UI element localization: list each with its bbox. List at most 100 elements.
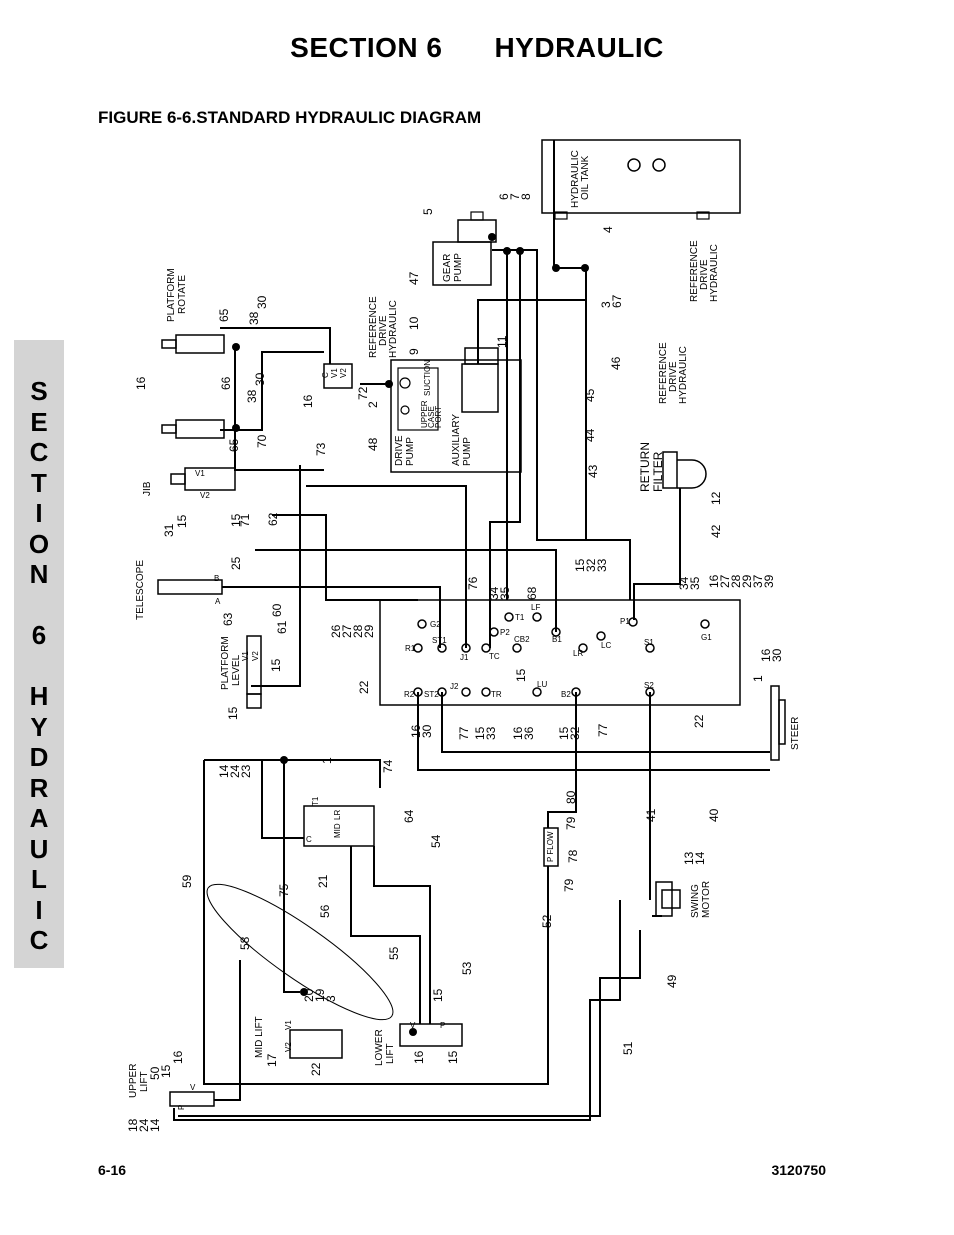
mid-lift-cylinder (289, 1029, 343, 1059)
label-callouts-c49: 49 (665, 974, 679, 988)
label-ports-p: P (177, 1105, 186, 1110)
label-callouts-c61: 61 (275, 620, 289, 634)
label-callouts-c48: 48 (366, 437, 380, 451)
label-components-upper_b: LIFT (139, 1071, 150, 1092)
label-callouts-c60: 60 (270, 603, 284, 617)
junction-dots (232, 233, 589, 1036)
label-components-jib: JIB (142, 481, 153, 496)
label-callouts-c80: 80 (564, 790, 578, 804)
label-callouts-c3435b: 3435 (677, 576, 702, 590)
label-ports-cb2: CB2 (514, 635, 530, 644)
label-callouts-c15e: 15 (514, 668, 528, 682)
label-ports-b1: B1 (552, 635, 562, 644)
label-callouts-c43: 43 (586, 464, 600, 478)
label-callouts-c1533: 1533 (473, 726, 498, 740)
label-components-gear_b: PUMP (453, 253, 464, 282)
label-ports-v1: V1 (195, 469, 205, 478)
manifold-block (303, 805, 375, 847)
label-callouts-c68: 68 (525, 586, 539, 600)
label-components-gear_a: GEAR (442, 254, 453, 282)
label-callouts-c38a: 38 (247, 311, 261, 325)
label-callouts-c10: 10 (407, 316, 421, 330)
steer-cylinder (770, 685, 786, 761)
label-components-upper_case: CASE (427, 406, 436, 428)
label-components-upper_a2: UPPER (420, 400, 429, 428)
label-callouts-c58: 58 (238, 936, 252, 950)
label-components-return_a: RETURN (638, 442, 652, 492)
label-callouts-c22b: 22 (692, 714, 706, 728)
label-callouts-c42: 42 (709, 524, 723, 538)
label-callouts-c3435: 3435 (487, 586, 512, 600)
label-callouts-c16b: 16 (301, 394, 315, 408)
label-ports-tr: TR (491, 690, 502, 699)
label-components-steer: STEER (790, 717, 801, 750)
label-ports-v2: V2 (284, 1042, 293, 1052)
side-tab-letter: N (29, 559, 49, 589)
label-ports-v: V (410, 1021, 416, 1030)
side-tab-letter: C (29, 925, 49, 955)
label-callouts-c25: 25 (229, 556, 243, 570)
label-callouts-c15f: 15 (431, 988, 445, 1002)
side-tab-letter: A (29, 803, 49, 833)
label-components-lower_a: LOWER (374, 1029, 385, 1066)
label-callouts-c1b: 1 (320, 757, 334, 764)
label-components-plat_lvl_a: PLATFORM (220, 636, 231, 690)
label-callouts-c21: 21 (316, 874, 330, 888)
label-callouts-c9: 9 (407, 348, 421, 355)
label-ports-t1: T1 (515, 613, 525, 622)
label-components-aux_a: AUXILIARY (451, 414, 462, 466)
label-callouts-c201930: 20193 (302, 988, 338, 1002)
hydraulic-lines (173, 140, 770, 1121)
label-ports-lu: LU (537, 680, 547, 689)
label-components-ref_c: HYDRAULIC (709, 244, 720, 302)
label-callouts-c31: 31 (162, 523, 176, 537)
label-components-aux_b: PUMP (462, 437, 473, 466)
label-callouts-c46: 46 (609, 356, 623, 370)
rotate-valve (323, 363, 353, 389)
label-components-ref_a: REFERENCE (658, 342, 669, 404)
label-components-lower_b: LIFT (385, 1043, 396, 1064)
upper-lift-cylinder (169, 1091, 215, 1107)
label-callouts-c5: 5 (421, 208, 435, 215)
label-ports-s1: S1 (644, 638, 654, 647)
label-callouts-c41: 41 (644, 808, 658, 822)
label-components-mid_lift: MID LIFT (254, 1016, 265, 1058)
label-components-plat_rot_a: PLATFORM (166, 268, 177, 322)
label-ports-g1: G1 (701, 633, 712, 642)
page-number: 6-16 (98, 1162, 127, 1178)
label-callouts-c16c: 16 (412, 1050, 426, 1064)
label-callouts-c56: 56 (318, 904, 332, 918)
label-components-upper_a: UPPER (128, 1064, 139, 1098)
label-ports-c: C (306, 835, 312, 844)
label-callouts-c30b: 30 (253, 372, 267, 386)
gear-pump (432, 211, 497, 286)
label-callouts-c678: 678 (497, 193, 533, 200)
label-components-upper_port: PORT (434, 406, 443, 428)
label-ports-lr: LR (573, 649, 583, 658)
label-ports-b2: B2 (561, 690, 571, 699)
label-callouts-c22c: 22 (309, 1062, 323, 1076)
label-components-suction: SUCTION (423, 360, 432, 396)
label-ports-g2: G2 (430, 620, 441, 629)
label-ports-r2: R2 (404, 690, 415, 699)
label-callouts-c52: 52 (540, 914, 554, 928)
label-ports-b: B (214, 574, 219, 583)
label-callouts-c55: 55 (387, 946, 401, 960)
label-ports-t1b: T1 (311, 796, 320, 806)
label-components-tank_a: HYDRAULIC (570, 150, 581, 208)
section-number: SECTION 6 (290, 32, 443, 63)
label-callouts-c70: 70 (255, 434, 269, 448)
side-tab-letter: 6 (31, 620, 47, 650)
label-callouts-c4: 4 (601, 226, 615, 233)
side-tab-letter: E (30, 406, 48, 437)
label-callouts-c182414: 182414 (126, 1118, 162, 1132)
label-callouts-c38b: 38 (245, 389, 259, 403)
label-ports-j1: J1 (460, 653, 469, 662)
label-callouts-c45: 45 (583, 388, 597, 402)
label-ports-p1: P1 (620, 617, 630, 626)
label-callouts-c17: 17 (265, 1053, 279, 1067)
document-number: 3120750 (771, 1162, 826, 1178)
label-ports-st1: ST1 (432, 636, 447, 645)
label-ports-p: P (440, 1021, 445, 1030)
side-tab-letter: O (28, 528, 50, 559)
